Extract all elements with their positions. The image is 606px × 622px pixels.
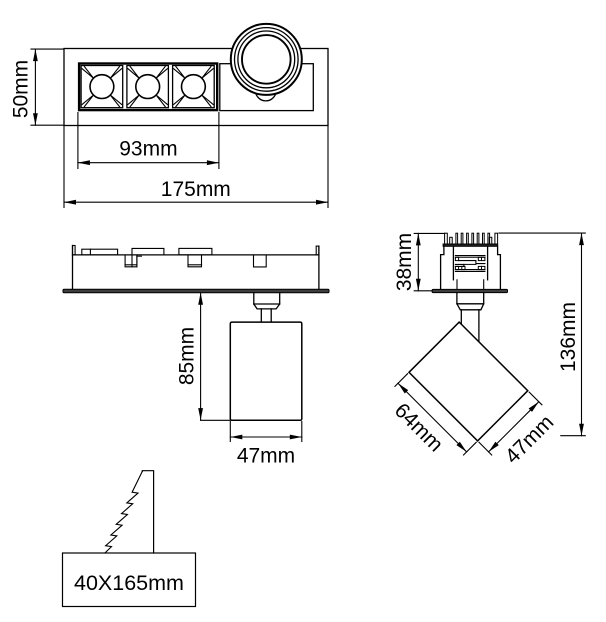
svg-text:136mm: 136mm	[557, 302, 580, 372]
svg-text:47mm: 47mm	[501, 411, 559, 469]
svg-text:85mm: 85mm	[176, 327, 199, 385]
svg-text:40X165mm: 40X165mm	[74, 571, 184, 595]
svg-text:93mm: 93mm	[119, 137, 177, 160]
svg-text:50mm: 50mm	[10, 60, 33, 118]
svg-text:175mm: 175mm	[161, 178, 231, 201]
svg-text:38mm: 38mm	[393, 233, 416, 291]
svg-text:64mm: 64mm	[390, 399, 448, 457]
svg-text:47mm: 47mm	[237, 444, 295, 467]
